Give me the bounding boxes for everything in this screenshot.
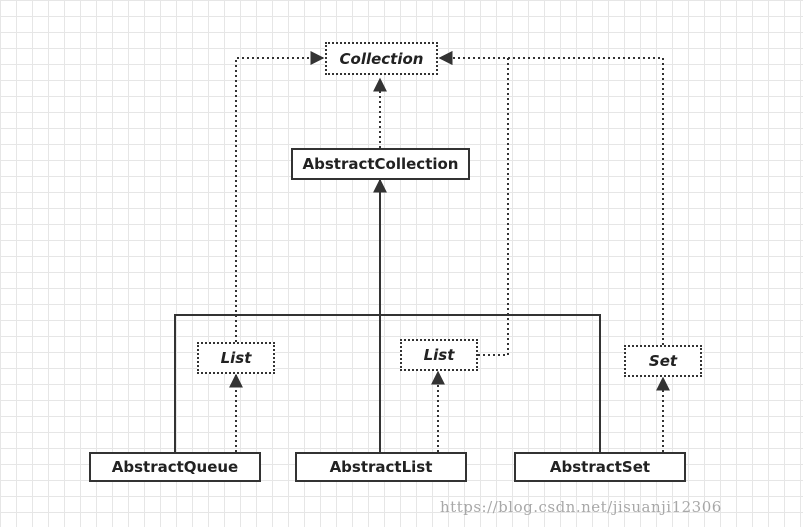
- implementation-connectors: [229, 51, 670, 452]
- abstract-collection-class-box: AbstractCollection: [291, 148, 470, 180]
- list-interface-box-left: List: [197, 342, 275, 374]
- abstractset-extends-line: [380, 314, 601, 452]
- set-implements-line: [438, 51, 664, 345]
- list-middle-implements-line: [438, 51, 509, 356]
- inheritance-connectors: [174, 178, 601, 452]
- abstract-queue-class-box: AbstractQueue: [89, 452, 261, 482]
- set-interface-box: Set: [624, 345, 702, 377]
- abstract-list-class-box: AbstractList: [295, 452, 467, 482]
- watermark-url: https://blog.csdn.net/jisuanji12306: [440, 498, 722, 516]
- abstractqueue-extends-line: [174, 314, 380, 452]
- list-interface-box-middle: List: [400, 339, 478, 371]
- collection-interface-box: Collection: [325, 42, 438, 75]
- list-left-implements-line: [235, 51, 325, 342]
- abstract-set-class-box: AbstractSet: [514, 452, 686, 482]
